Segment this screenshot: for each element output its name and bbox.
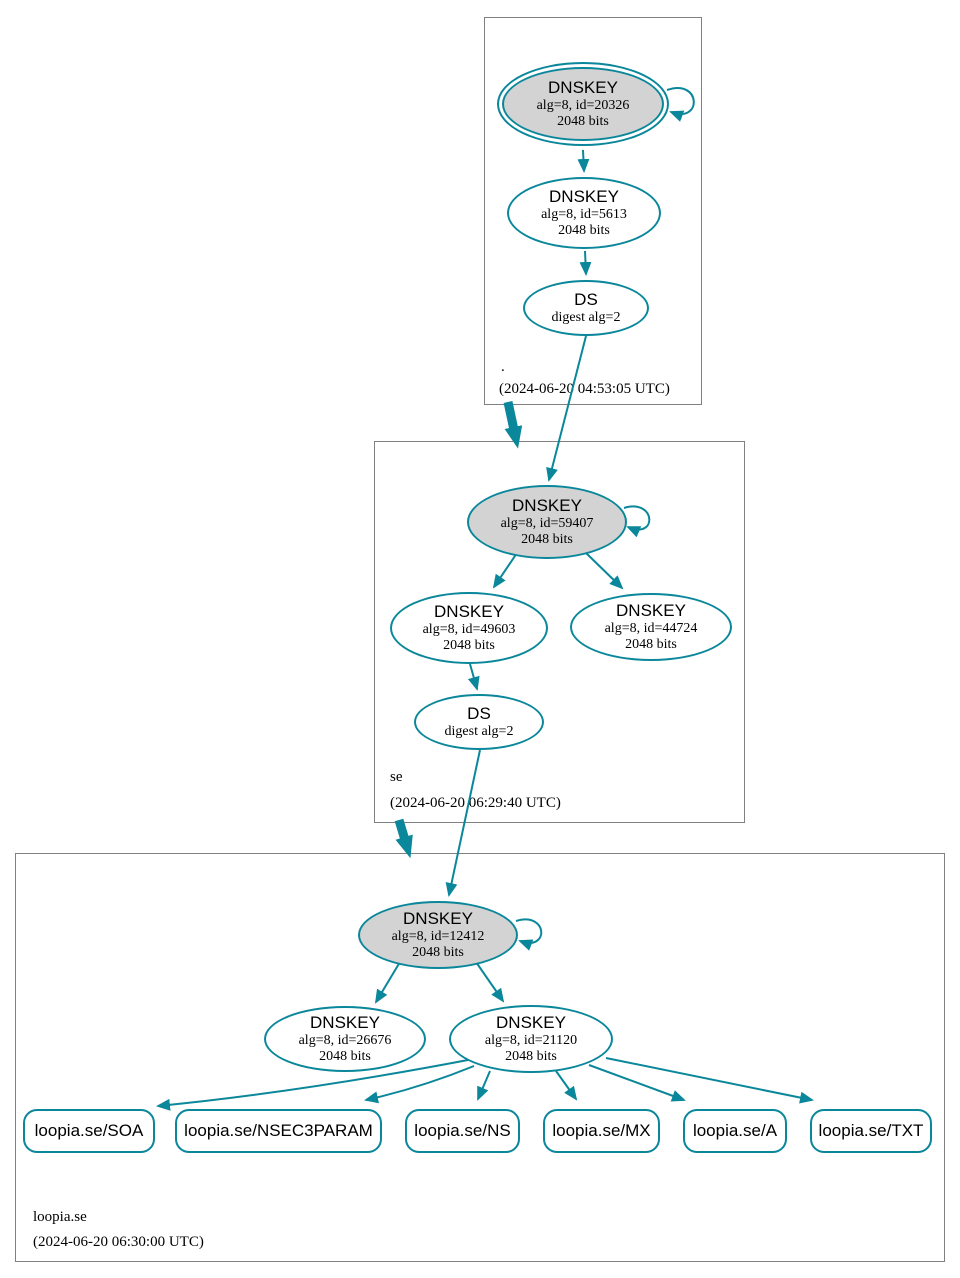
node-dnskey-20326[interactable]: DNSKEY alg=8, id=20326 2048 bits [497, 62, 669, 146]
node-ds-se[interactable]: DS digest alg=2 [414, 694, 544, 750]
node-detail: digest alg=2 [551, 309, 621, 325]
node-rrset-txt[interactable]: loopia.se/TXT [810, 1109, 932, 1153]
node-title: DNSKEY [310, 1012, 380, 1032]
node-dnskey-26676[interactable]: DNSKEY alg=8, id=26676 2048 bits [264, 1006, 426, 1072]
node-title: DNSKEY [512, 495, 582, 515]
node-dnskey-59407[interactable]: DNSKEY alg=8, id=59407 2048 bits [467, 485, 627, 559]
node-detail: alg=8, id=12412 [391, 928, 485, 944]
node-dnskey-12412[interactable]: DNSKEY alg=8, id=12412 2048 bits [358, 901, 518, 969]
node-detail: alg=8, id=59407 [500, 515, 594, 531]
node-dnskey-49603[interactable]: DNSKEY alg=8, id=49603 2048 bits [390, 592, 548, 664]
node-detail: alg=8, id=20326 [536, 97, 630, 113]
node-rrset-soa[interactable]: loopia.se/SOA [23, 1109, 155, 1153]
node-title: DNSKEY [403, 908, 473, 928]
node-detail: alg=8, id=44724 [604, 620, 698, 636]
node-rrset-ns[interactable]: loopia.se/NS [405, 1109, 520, 1153]
node-title: DS [467, 704, 491, 724]
delegation-arrow-root-to-se [503, 401, 523, 449]
zone-timestamp-loopia: (2024-06-20 06:30:00 UTC) [33, 1234, 204, 1250]
node-detail: alg=8, id=49603 [422, 621, 516, 637]
delegation-arrow-se-to-loopia [394, 818, 413, 859]
node-title: DS [574, 290, 598, 310]
node-ds-root[interactable]: DS digest alg=2 [523, 280, 649, 336]
node-bits: 2048 bits [412, 944, 464, 960]
zone-label-loopia: loopia.se [33, 1209, 87, 1225]
node-bits: 2048 bits [443, 637, 495, 653]
node-title: DNSKEY [548, 77, 618, 97]
node-bits: 2048 bits [625, 636, 677, 652]
zone-box-root [484, 17, 702, 405]
zone-label-se: se [390, 769, 403, 785]
node-bits: 2048 bits [558, 222, 610, 238]
node-detail: alg=8, id=26676 [298, 1032, 392, 1048]
node-detail: alg=8, id=5613 [541, 206, 627, 222]
node-dnskey-5613[interactable]: DNSKEY alg=8, id=5613 2048 bits [507, 177, 661, 249]
node-title: DNSKEY [496, 1012, 566, 1032]
node-title: DNSKEY [434, 601, 504, 621]
node-dnskey-44724[interactable]: DNSKEY alg=8, id=44724 2048 bits [570, 593, 732, 661]
node-rrset-nsec3param[interactable]: loopia.se/NSEC3PARAM [175, 1109, 382, 1153]
zone-timestamp-root: (2024-06-20 04:53:05 UTC) [499, 381, 670, 397]
node-bits: 2048 bits [557, 113, 609, 129]
node-bits: 2048 bits [319, 1048, 371, 1064]
node-rrset-a[interactable]: loopia.se/A [683, 1109, 787, 1153]
node-bits: 2048 bits [505, 1048, 557, 1064]
node-detail: digest alg=2 [444, 723, 514, 739]
node-title: DNSKEY [549, 186, 619, 206]
zone-label-root: . [501, 359, 505, 375]
node-detail: alg=8, id=21120 [484, 1032, 578, 1048]
node-title: DNSKEY [616, 600, 686, 620]
node-bits: 2048 bits [521, 531, 573, 547]
node-rrset-mx[interactable]: loopia.se/MX [543, 1109, 660, 1153]
zone-timestamp-se: (2024-06-20 06:29:40 UTC) [390, 795, 561, 811]
node-dnskey-21120[interactable]: DNSKEY alg=8, id=21120 2048 bits [449, 1005, 613, 1073]
